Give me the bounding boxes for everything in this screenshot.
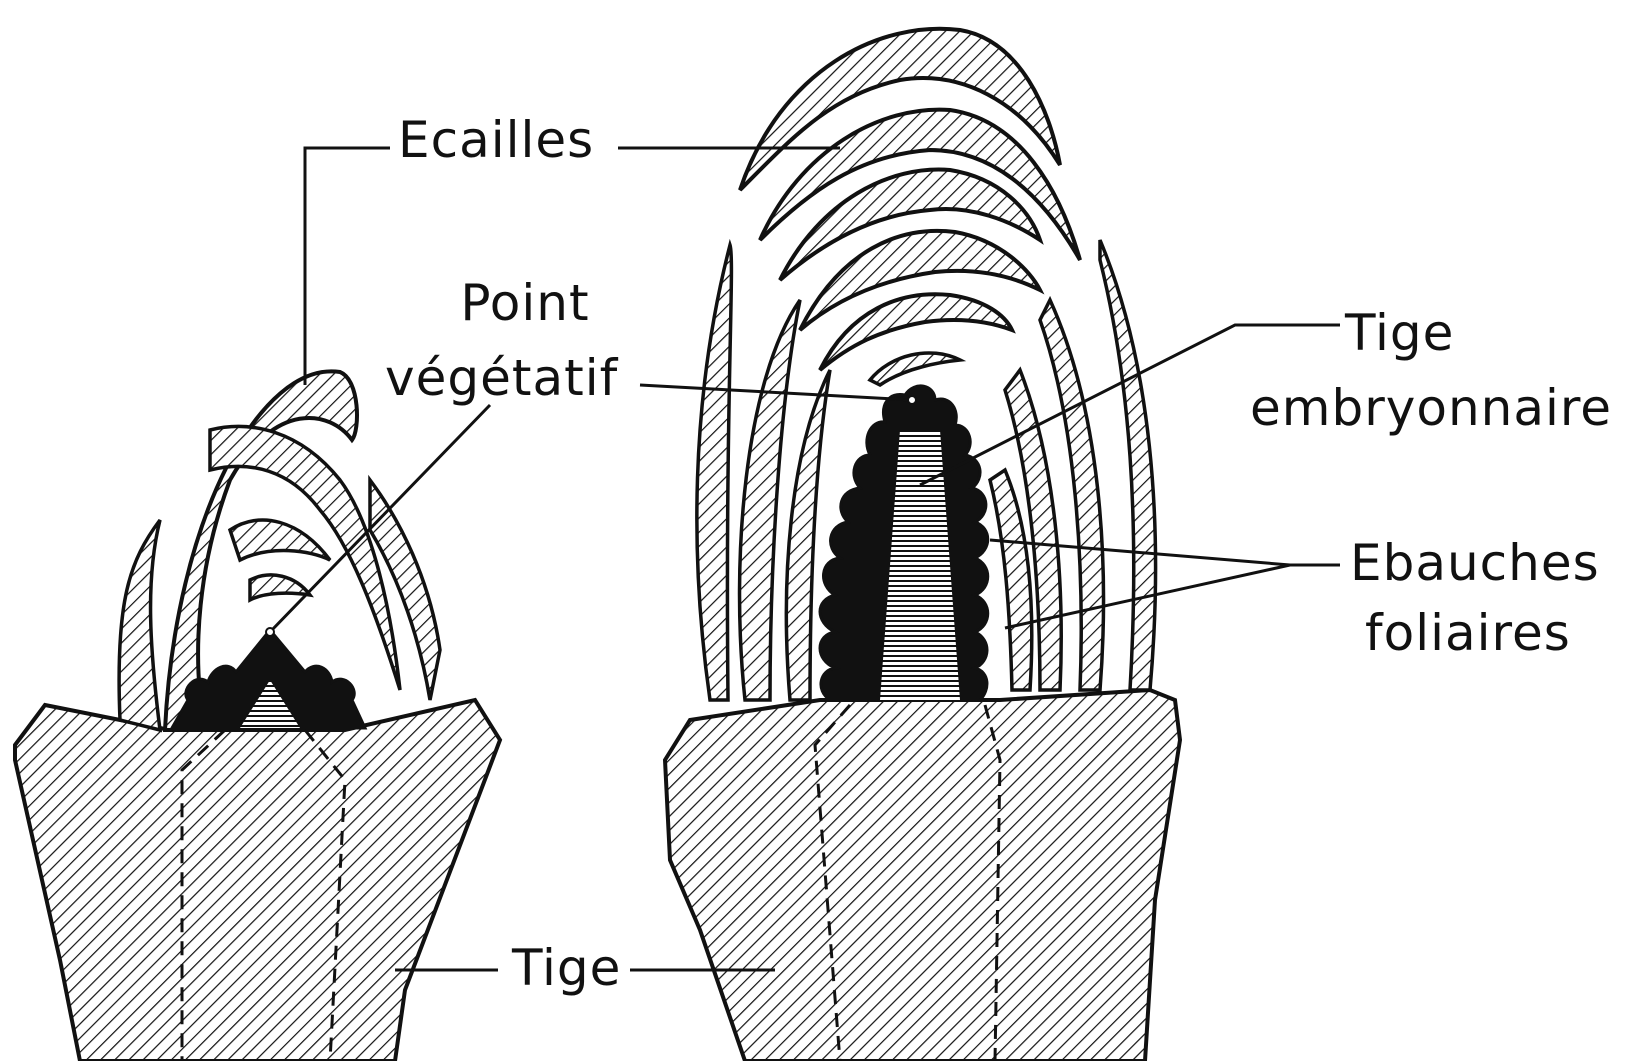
- left-scale-6: [250, 575, 310, 600]
- label-point-vegetatif-line2: végétatif: [385, 350, 618, 406]
- right-scale-6: [870, 353, 960, 385]
- label-point-vegetatif-line1: Point: [440, 275, 610, 331]
- right-stem: [665, 690, 1180, 1061]
- point-marker-left: [266, 628, 274, 636]
- label-tige: Tige: [512, 940, 621, 996]
- left-scale-2: [119, 520, 160, 730]
- label-tige-embryonnaire-line2: embryonnaire: [1250, 380, 1612, 436]
- label-ebauches-foliaires-line1: Ebauches: [1350, 535, 1600, 591]
- right-bud: [665, 29, 1180, 1061]
- right-side-scale-r4: [990, 470, 1032, 690]
- label-ecailles: Ecailles: [398, 112, 594, 168]
- left-scale-5: [230, 520, 330, 560]
- leader-ecailles-left: [305, 148, 390, 385]
- right-side-scale-r1: [1100, 240, 1156, 690]
- label-tige-embryonnaire-line1: Tige: [1345, 305, 1454, 361]
- point-marker-right: [908, 396, 916, 404]
- left-bud: [15, 371, 500, 1061]
- right-side-scale-l1: [697, 245, 732, 700]
- left-stem: [15, 700, 500, 1061]
- label-ebauches-foliaires-line2: foliaires: [1365, 605, 1571, 661]
